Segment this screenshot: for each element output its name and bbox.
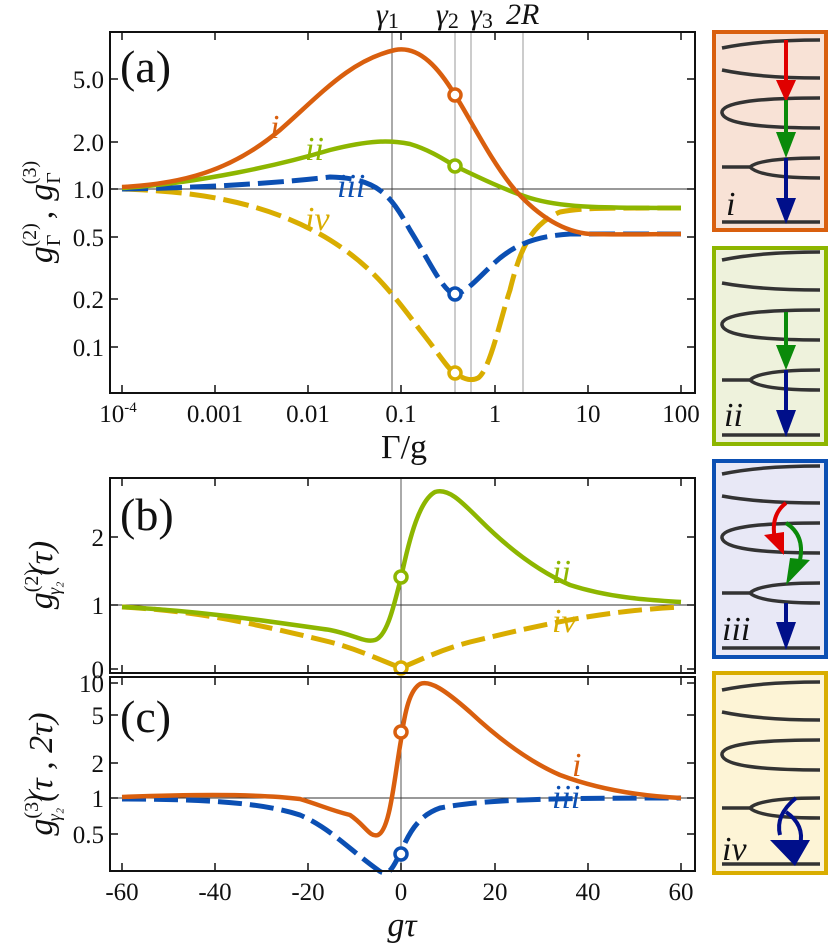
label-b-iv: iv	[552, 603, 577, 640]
panel-c: i iii 10 5 2 1 0.5 -60 -40 -20 0 20 40 6…	[21, 671, 696, 944]
xtick-a-01: 0.1	[385, 401, 416, 428]
xtick-c-m20: -20	[291, 879, 324, 906]
inset-ii: ii	[712, 246, 828, 446]
xtick-c-m60: -60	[105, 879, 138, 906]
top-marker-gamma2: γ2	[436, 0, 459, 33]
ytick-a-05: 0.5	[73, 225, 104, 252]
panel-c-frame	[109, 676, 696, 872]
ytick-b-2: 2	[92, 525, 105, 552]
top-marker-gamma1: γ1	[376, 0, 399, 33]
xtick-c-20: 20	[483, 879, 508, 906]
panel-a: i ii iii iv 5.0 2.0 1.0 0.5 0.2	[19, 0, 700, 466]
marker-c-iii	[393, 846, 409, 862]
curve-c-i	[121, 680, 682, 838]
panel-b: ii iv 2 1 0 (b) g(2)γ₂(τ)	[21, 477, 696, 684]
inset-ii-label: ii	[724, 397, 743, 434]
panel-c-tag: (c)	[120, 691, 171, 742]
marker-ii	[447, 158, 463, 174]
inset-iv-label: iv	[722, 831, 747, 868]
curve-iii	[121, 174, 681, 298]
ytick-c-1: 1	[92, 786, 105, 813]
xlabel-c: gτ	[387, 907, 418, 944]
marker-c-i	[393, 724, 409, 740]
label-c-i: i	[572, 747, 581, 784]
xlabel-a: Γ/g	[381, 429, 427, 466]
ytick-a-01: 0.1	[73, 335, 104, 362]
curve-i	[121, 47, 682, 237]
curve-c-iii	[121, 795, 682, 876]
inset-i: i	[712, 30, 828, 232]
xtick-a-10: 10	[576, 401, 601, 428]
ylabel-b: g(2)γ₂(τ)	[21, 541, 64, 610]
xtick-c-60: 60	[669, 879, 694, 906]
curve-ii	[121, 139, 682, 211]
marker-iii	[447, 286, 463, 302]
xtick-a-001: 0.01	[286, 401, 330, 428]
top-marker-2R: 2R	[506, 0, 539, 31]
xtick-c-0: 0	[395, 879, 408, 906]
ytick-c-5: 5	[92, 703, 105, 730]
inset-iii-label: iii	[722, 611, 750, 648]
inset-ii-frame	[712, 246, 828, 446]
panel-a-frame	[109, 31, 696, 394]
label-iii: iii	[337, 168, 365, 205]
ytick-a-1: 1.0	[73, 177, 104, 204]
xtick-a-1e-4: 10-4	[99, 400, 137, 428]
inset-iv-frame	[712, 671, 828, 875]
top-marker-gamma3: γ3	[470, 0, 493, 33]
curve-iv	[121, 186, 682, 383]
xtick-a-100: 100	[662, 401, 700, 428]
ytick-a-02: 0.2	[73, 287, 104, 314]
label-i: i	[270, 109, 279, 146]
inset-iii: iii	[712, 459, 828, 659]
curve-b-iv	[121, 604, 682, 671]
ylabel-a: gΓ(2),gΓ(3)	[19, 161, 65, 263]
ytick-a-2: 2.0	[73, 130, 104, 157]
xtick-a-1: 1	[489, 401, 502, 428]
inset-i-label: i	[726, 186, 735, 223]
label-c-iii: iii	[552, 779, 580, 816]
ytick-c-2: 2	[92, 751, 105, 778]
label-b-ii: ii	[552, 554, 571, 591]
ytick-a-5: 5.0	[73, 67, 104, 94]
ytick-c-05: 0.5	[73, 822, 104, 849]
ytick-b-1: 1	[92, 593, 105, 620]
xtick-c-40: 40	[576, 879, 601, 906]
ytick-b-0: 0	[92, 657, 105, 684]
label-iv: iv	[305, 201, 330, 238]
curve-b-ii	[121, 489, 682, 643]
inset-iv: iv	[712, 671, 828, 875]
inset-i-frame	[712, 30, 828, 232]
ytick-c-10: 10	[79, 671, 104, 698]
panel-a-tag: (a)	[120, 41, 171, 92]
panel-b-tag: (b)	[120, 489, 174, 540]
marker-iv	[447, 365, 463, 381]
xtick-c-m40: -40	[198, 879, 231, 906]
xtick-a-0001: 0.001	[187, 401, 243, 428]
panel-b-frame	[109, 477, 696, 674]
ylabel-c: g(3)γ₂(τ , 2τ)	[21, 712, 64, 835]
marker-b-ii	[393, 569, 409, 585]
marker-i	[447, 87, 463, 103]
label-ii: ii	[305, 131, 324, 168]
inset-iii-frame	[712, 459, 828, 659]
